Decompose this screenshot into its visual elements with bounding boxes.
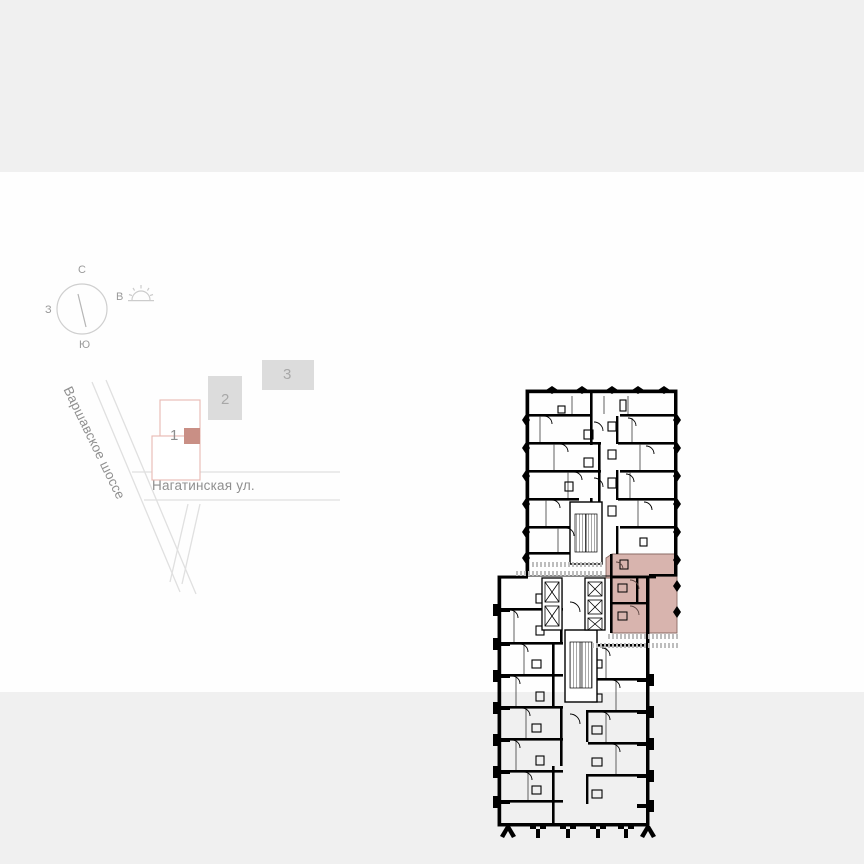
upper-wing-door-swings (543, 415, 655, 537)
compass-label-north: С (78, 264, 86, 276)
elevator-bank-right (584, 577, 606, 631)
building-1-shape[interactable] (151, 399, 201, 481)
compass-label-east: В (116, 291, 124, 303)
lower-wing-thin-walls (513, 610, 617, 800)
highlighted-apartment-walls (610, 554, 656, 633)
lower-stair-core (564, 629, 598, 703)
floor-plan[interactable] (480, 362, 695, 842)
upper-wing-thin-walls (539, 396, 641, 552)
street-spur-line (169, 503, 201, 585)
wing-junction-walls (498, 574, 677, 579)
lower-wing-wet-blocks (531, 593, 603, 799)
bottom-band (0, 692, 864, 864)
street-label-nagatinskaya: Нагатинская ул. (152, 478, 255, 493)
compass-label-west: З (45, 304, 52, 316)
building-2-shape[interactable] (208, 376, 242, 420)
street-varshavskoe-line (91, 379, 197, 595)
compass-ring (56, 283, 108, 335)
highlighted-apartment-door-swings (615, 561, 640, 616)
highlighted-apartment[interactable] (605, 553, 678, 634)
column-markers (493, 386, 681, 838)
sunrise-icon (128, 285, 154, 302)
building-1-label: 1 (170, 427, 179, 444)
minimap-graphics (56, 283, 340, 595)
floor-plan-graphics (493, 386, 681, 838)
location-minimap[interactable]: С Ю З В 2 3 1 Нагатинская ул. Варшавское… (40, 252, 340, 632)
top-band (0, 0, 864, 172)
highlighted-apartment-fixtures (617, 559, 629, 621)
lower-wing-door-swings (509, 601, 621, 781)
balcony-strips (516, 562, 680, 648)
upper-stair-core (569, 501, 603, 565)
compass-label-south: Ю (79, 339, 91, 351)
building-3-shape[interactable] (262, 360, 314, 390)
building-3-label: 3 (283, 366, 292, 383)
elevator-bank-left (541, 577, 563, 631)
building-2-label: 2 (221, 391, 230, 408)
compass-needle (77, 293, 87, 328)
content-canvas: С Ю З В 2 3 1 Нагатинская ул. Варшавское… (0, 172, 864, 838)
